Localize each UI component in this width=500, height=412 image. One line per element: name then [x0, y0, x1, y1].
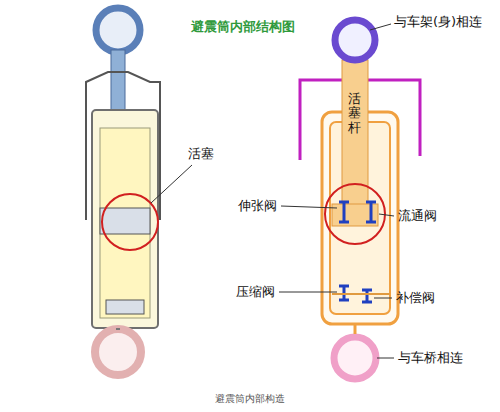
- drawing-g: [339, 202, 376, 302]
- part-label: 流通阀: [398, 208, 437, 224]
- drawing-rect: [100, 128, 150, 318]
- drawing-circle: [335, 20, 375, 60]
- drawing-line: [374, 298, 392, 299]
- drawing-line: [379, 214, 394, 216]
- drawing-circle: [102, 194, 158, 250]
- right-absorber: [279, 20, 420, 379]
- part-label: 活塞杆: [348, 92, 361, 135]
- part-label: 与车架(身)相连: [394, 14, 482, 30]
- diagram-title: 避震筒内部结构图: [191, 19, 295, 35]
- drawing-circle: [334, 337, 376, 379]
- drawing-rect: [100, 208, 150, 234]
- drawing-line: [354, 324, 357, 334]
- drawing-line: [377, 358, 394, 359]
- drawing-line: [281, 206, 337, 208]
- drawing-line: [116, 328, 120, 330]
- drawing-rect: [106, 300, 144, 314]
- drawing-line: [151, 165, 192, 203]
- drawing-line: [332, 293, 390, 295]
- drawing-g: [279, 24, 394, 358]
- drawing-path: [339, 202, 349, 222]
- drawing-line: [279, 292, 337, 293]
- part-label: 活塞: [188, 146, 214, 162]
- caption: 避震筒内部构造: [215, 393, 285, 405]
- drawing-line: [370, 24, 391, 30]
- drawing-circle: [96, 8, 140, 52]
- drawing-path: [362, 290, 372, 302]
- drawing-rect: [92, 110, 158, 328]
- drawing-circle: [325, 184, 385, 244]
- drawing-circle: [95, 329, 141, 375]
- part-label: 伸张阀: [238, 198, 277, 214]
- part-label: 补偿阀: [396, 290, 435, 306]
- part-label: 与车桥相连: [398, 350, 463, 366]
- left-absorber: [86, 8, 192, 375]
- part-label: 压缩阀: [236, 284, 275, 300]
- drawing-path: [366, 202, 376, 222]
- drawing-rect: [342, 60, 368, 210]
